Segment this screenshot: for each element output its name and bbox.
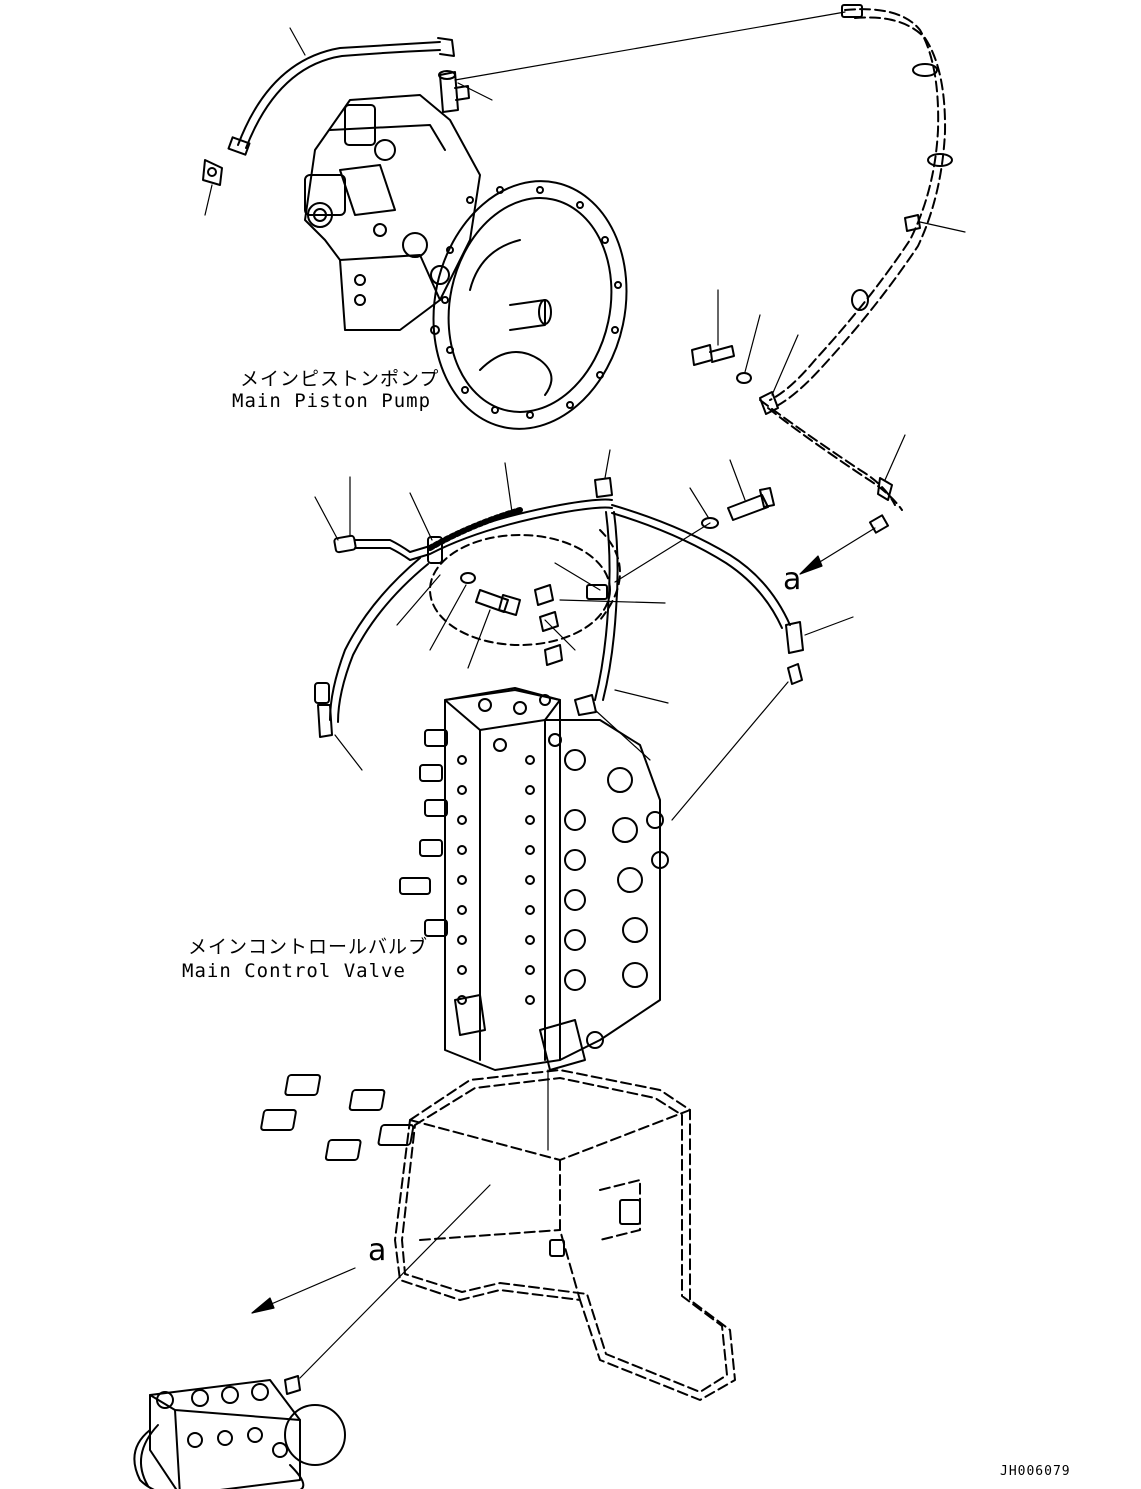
callout-a-lower: a [368,1233,387,1268]
figure-id: JH006079 [1000,1464,1071,1479]
long-pilot-hose [759,4,953,534]
callout-a-upper: a [783,562,802,597]
revolving-frame [394,1069,736,1401]
bolt-washer-set-upper [691,344,779,415]
tee-fitting [438,70,470,113]
control-valve-hoses [314,477,804,738]
leader-lines [204,11,966,1379]
pump-label-jp: メインピストンポンプ [240,368,440,390]
callout-arrow-upper [799,527,876,575]
pump-label-en: Main Piston Pump [232,390,432,412]
pump-pilot-hose [202,37,455,186]
pilot-manifold [133,1375,346,1489]
main-control-valve [399,687,669,1071]
main-piston-pump [304,94,628,430]
frame-mount-pads [260,1074,641,1257]
bolt-washer-set-middle [460,487,775,666]
valve-label-jp: メインコントロールバルブ [188,936,429,958]
callout-arrow-lower [251,1267,356,1314]
valve-label-en: Main Control Valve [182,960,406,982]
